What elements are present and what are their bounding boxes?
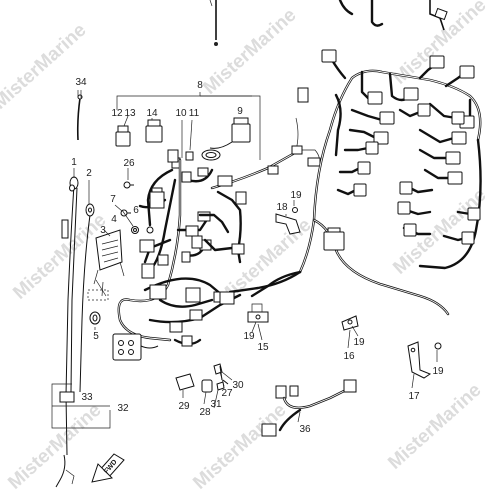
sub-harness-36	[261, 379, 357, 437]
watermark-layer: MisterMarine MisterMarine MisterMarine M…	[0, 0, 490, 494]
relays-12-13-14	[115, 119, 163, 147]
clamp-15	[247, 303, 269, 323]
callout-30: 30	[232, 380, 244, 391]
watermark-text: MisterMarine	[9, 210, 110, 304]
callout-10: 10	[175, 108, 187, 119]
watermark-text: MisterMarine	[199, 5, 300, 99]
main-harness-left	[117, 158, 242, 346]
callout-labels: 34 8 12 13 14 10 11 9 1 2 26 7 4 6 3 5 1…	[71, 77, 444, 435]
right-connectors	[321, 49, 481, 251]
leader-lines	[51, 90, 438, 429]
callout-5: 5	[93, 331, 99, 342]
watermark-text: MisterMarine	[4, 400, 105, 494]
callout-29: 29	[178, 401, 190, 412]
relay-9	[201, 117, 251, 161]
callout-13: 13	[124, 108, 136, 119]
callout-17: 17	[408, 391, 420, 402]
bracket-17	[407, 341, 442, 379]
callout-11: 11	[189, 108, 200, 119]
callout-16: 16	[343, 351, 355, 362]
watermark-text: MisterMarine	[0, 20, 90, 114]
clamp-16	[341, 315, 359, 331]
center-connectors	[191, 87, 321, 305]
battery-cable-1-2	[55, 176, 95, 488]
small-parts-27-31	[175, 363, 229, 393]
grommet-5	[89, 311, 101, 325]
callout-6: 6	[133, 205, 139, 216]
fwd-arrow: FWD	[91, 453, 125, 483]
callout-7: 7	[110, 194, 116, 205]
callout-32: 32	[117, 403, 129, 414]
callout-8: 8	[197, 80, 203, 91]
top-partial-parts	[209, 0, 448, 46]
callout-33: 33	[81, 392, 93, 403]
callout-28: 28	[199, 407, 211, 418]
callout-15: 15	[257, 342, 269, 353]
callout-26: 26	[123, 158, 135, 169]
callout-19b: 19	[243, 331, 255, 342]
callout-12: 12	[111, 108, 123, 119]
callout-31: 31	[210, 399, 222, 410]
cable-tie-34	[76, 90, 83, 141]
callout-34: 34	[75, 77, 87, 88]
callout-19d: 19	[432, 366, 444, 377]
ecu-bracket-3	[93, 229, 125, 285]
callout-18: 18	[276, 202, 288, 213]
watermark-text: MisterMarine	[384, 380, 485, 474]
callout-2: 2	[86, 168, 92, 179]
callout-1: 1	[71, 157, 77, 168]
callout-3: 3	[100, 225, 106, 236]
screws-6-7	[120, 181, 154, 234]
callout-4: 4	[111, 214, 117, 225]
callout-9: 9	[237, 106, 243, 117]
callout-19c: 19	[353, 337, 365, 348]
callout-14: 14	[146, 108, 158, 119]
bracket-18	[275, 207, 301, 235]
callout-36: 36	[299, 424, 311, 435]
coupler-block	[112, 333, 159, 361]
callout-19a: 19	[290, 190, 302, 201]
callout-27: 27	[221, 388, 233, 399]
ground-bracket-4	[87, 279, 109, 301]
